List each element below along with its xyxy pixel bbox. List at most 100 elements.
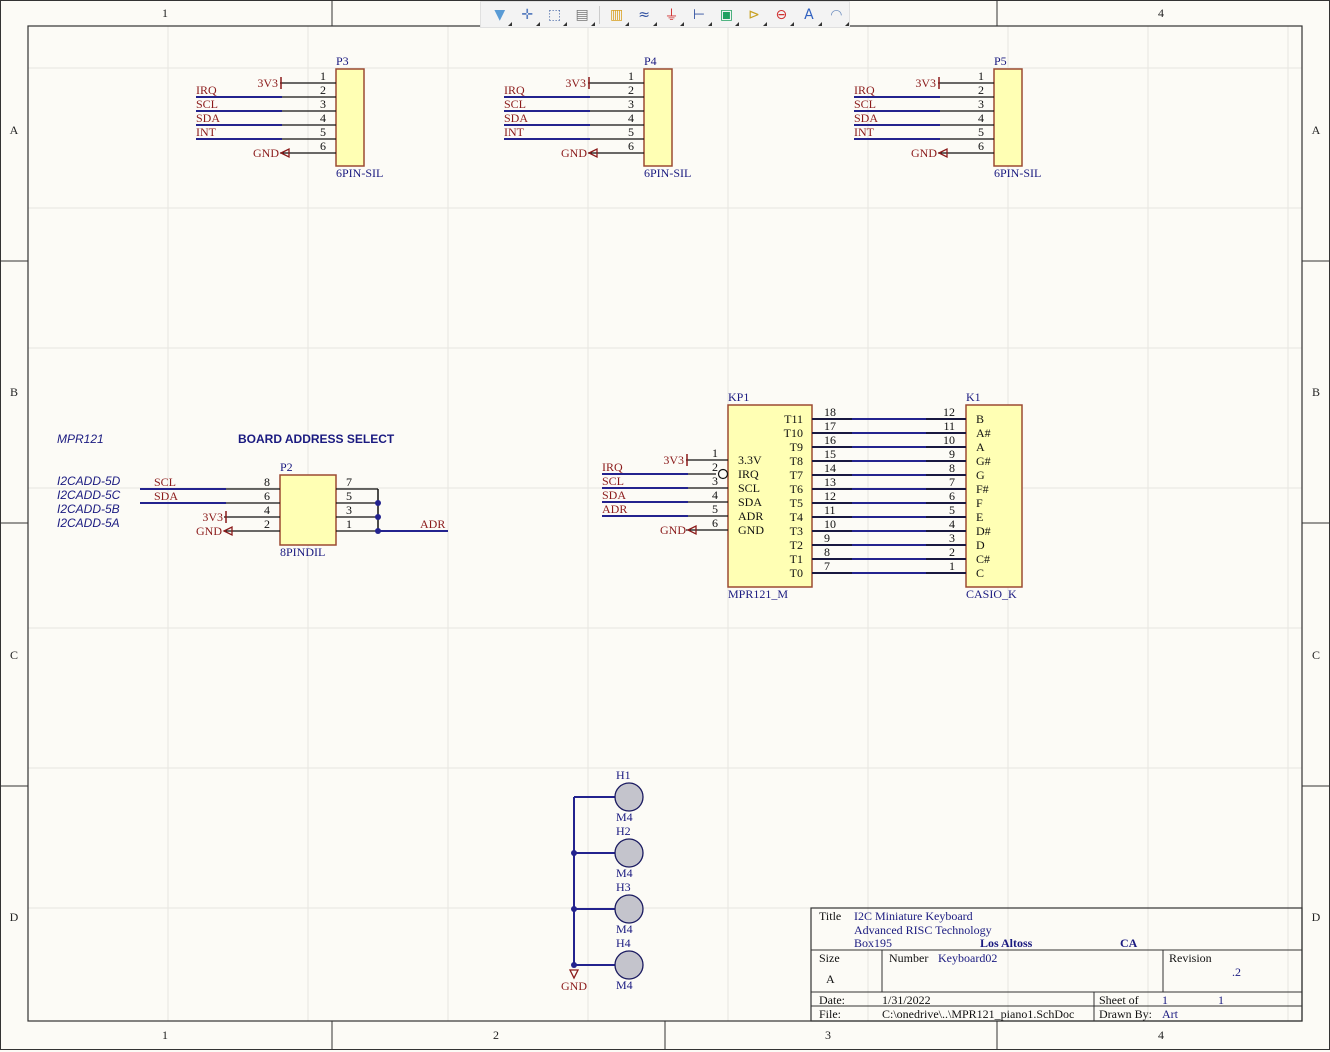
mounting-hole-icon (614, 782, 644, 812)
select-area-icon[interactable]: ⬚ (542, 4, 568, 26)
zone-row-label: D (10, 910, 19, 924)
text-icon[interactable]: A (796, 4, 823, 26)
zone-row-label: C (1312, 648, 1320, 662)
move-cross-icon[interactable]: ✛ (514, 4, 541, 26)
address-option-label: I2CADD-5B (57, 502, 120, 516)
kp1-power-label: 3V3 (663, 453, 684, 467)
address: Box195 (854, 936, 892, 950)
connector-ground-symbol (279, 147, 290, 159)
kp1-pin-label: SDA (738, 495, 762, 509)
net-label: IRQ (196, 83, 217, 97)
kp1-pin-label: T5 (790, 496, 803, 510)
p2-power-label: 3V3 (202, 510, 223, 524)
net-label: SCL (154, 475, 176, 489)
pin-number: 4 (949, 517, 955, 531)
zone-row-label: D (1312, 910, 1321, 924)
connector-power-label: 3V3 (257, 76, 278, 90)
schematic-toolbar: ▼✛⬚▤ ▥≈⏚⊢▣⊳⊖A◠ (480, 1, 850, 28)
junction-dot (375, 500, 381, 506)
junction-dot (375, 514, 381, 520)
p2-body (279, 474, 337, 546)
pin-number: 7 (824, 559, 830, 573)
pin-number: 8 (824, 545, 830, 559)
net-label: IRQ (602, 460, 623, 474)
connector-designator: P4 (644, 54, 657, 68)
inverted-pin-bubble (717, 468, 729, 480)
bus-entry-icon[interactable]: ⊢ (686, 4, 713, 26)
kp1-pin-label: IRQ (738, 467, 759, 481)
file-path: C:\onedrive\..\MPR121_piano1.SchDoc (882, 1007, 1074, 1021)
zone-row-label: B (10, 385, 18, 399)
pin-number: 2 (320, 83, 326, 97)
pin-number: 4 (978, 111, 984, 125)
net-label: INT (504, 125, 525, 139)
pin-number: 1 (320, 69, 326, 83)
pin-number: 7 (346, 475, 352, 489)
kp1-ground-symbol (686, 524, 697, 536)
date-label: Date: (819, 993, 845, 1007)
pin-number: 8 (264, 475, 270, 489)
net-label: IRQ (854, 83, 875, 97)
pin-number: 1 (346, 517, 352, 531)
k1-pin-label: C (976, 566, 984, 580)
connector-ground-symbol (937, 147, 948, 159)
kp1-pin-label: T0 (790, 566, 803, 580)
sheet-total: 1 (1218, 993, 1224, 1007)
hole-designator: H2 (616, 824, 631, 838)
pin-number: 2 (978, 83, 984, 97)
size-label: Size (819, 951, 840, 965)
number-label: Number (889, 951, 928, 965)
pin-number: 6 (949, 489, 955, 503)
kp1-pin-label: T8 (790, 454, 803, 468)
sheet-label: Sheet of (1099, 993, 1139, 1007)
p2-ground-label: GND (196, 524, 222, 538)
drawn-by-label: Drawn By: (1099, 1007, 1152, 1021)
pin-number: 3 (346, 503, 352, 517)
k1-pin-label: D# (976, 524, 991, 538)
k1-pin-label: A# (976, 426, 991, 440)
directive-icon[interactable]: ⊖ (769, 4, 795, 26)
pin-number: 1 (712, 446, 718, 460)
mounting-hole-icon (614, 950, 644, 980)
pin-number: 9 (824, 531, 830, 545)
connector-body (993, 68, 1023, 167)
kp1-pin-label: T2 (790, 538, 803, 552)
pin-number: 5 (628, 125, 634, 139)
junction-dot (571, 962, 577, 968)
pin-number: 17 (824, 419, 836, 433)
board-address-heading: BOARD ADDRESS SELECT (238, 432, 395, 446)
pin-number: 3 (949, 531, 955, 545)
title-block (810, 907, 1303, 1022)
arc-icon[interactable]: ◠ (824, 4, 850, 26)
component-icon[interactable]: ▥ (604, 4, 630, 26)
pin-number: 9 (949, 447, 955, 461)
sheet-symbol-icon[interactable]: ▣ (714, 4, 740, 26)
kp1-part-name: MPR121_M (728, 587, 788, 601)
filter-icon[interactable]: ▼ (487, 4, 513, 26)
connector-designator: P5 (994, 54, 1007, 68)
pin-number: 6 (978, 139, 984, 153)
pin-number: 4 (320, 111, 326, 125)
junction-dot (571, 906, 577, 912)
ground-power-icon[interactable]: ⏚ (659, 4, 685, 26)
pin-number: 15 (824, 447, 836, 461)
wire-icon[interactable]: ≈ (631, 4, 658, 26)
junction-dot (571, 850, 577, 856)
net-label: IRQ (504, 83, 525, 97)
pin-number: 4 (264, 503, 270, 517)
zone-row-label: C (10, 648, 18, 662)
k1-pin-label: G# (976, 454, 991, 468)
port-icon[interactable]: ⊳ (741, 4, 768, 26)
connector-ground-label: GND (561, 146, 587, 160)
sheet-number: 1 (1162, 993, 1168, 1007)
date-value: 1/31/2022 (882, 993, 931, 1007)
pin-number: 3 (712, 474, 718, 488)
connector-designator: P3 (336, 54, 349, 68)
ground-label: GND (561, 979, 587, 993)
align-icon[interactable]: ▤ (569, 4, 596, 26)
title-label: Title (819, 909, 841, 923)
net-label: ADR (602, 502, 627, 516)
pin-number: 14 (824, 461, 836, 475)
zone-row-label: B (1312, 385, 1320, 399)
